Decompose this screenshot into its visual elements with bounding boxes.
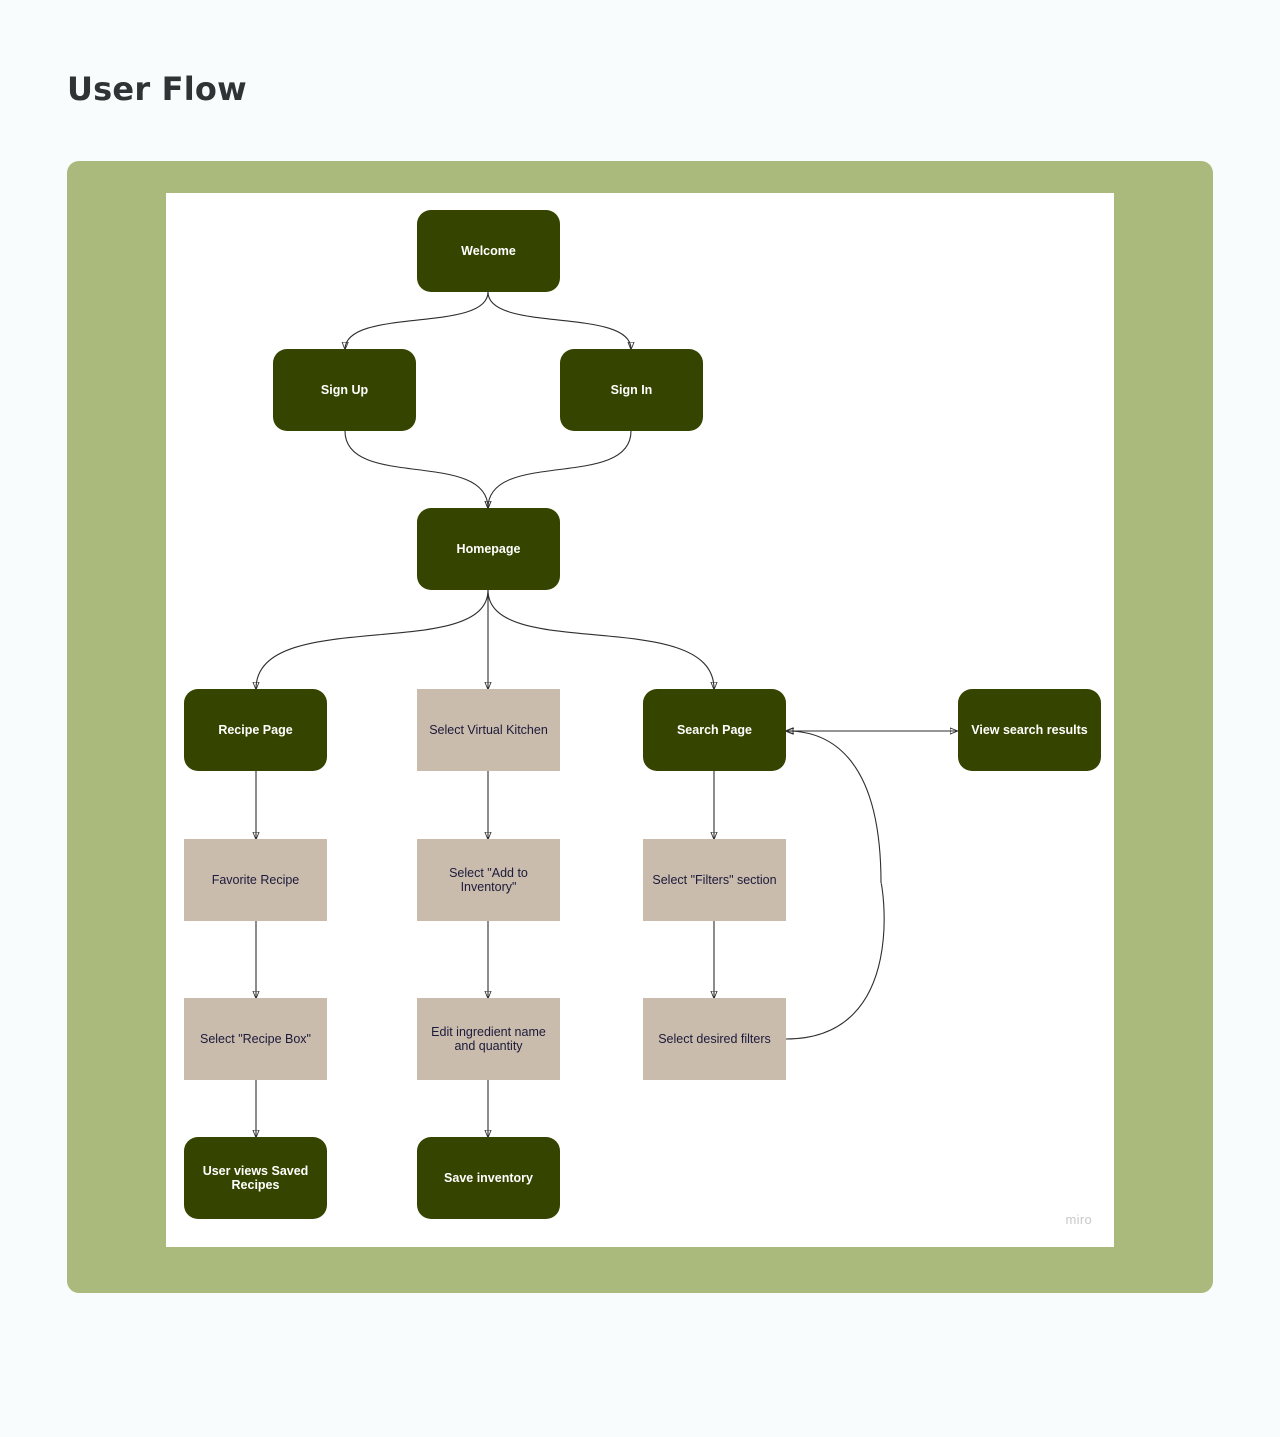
node-label: Save inventory (444, 1171, 533, 1185)
node-label: User views Saved Recipes (202, 1164, 309, 1192)
node-select-virtual-kitchen[interactable]: Select Virtual Kitchen (417, 689, 560, 771)
miro-watermark: miro (1065, 1212, 1092, 1227)
node-label: Favorite Recipe (211, 873, 300, 887)
node-label: Sign In (610, 383, 653, 397)
node-label: Select "Add to Inventory" (449, 866, 528, 894)
node-label: Select Virtual Kitchen (429, 723, 548, 737)
node-select-recipe-box[interactable]: Select "Recipe Box" (184, 998, 327, 1080)
edge-desired-back-search (785, 731, 885, 1040)
node-view-search-results[interactable]: View search results (958, 689, 1101, 771)
node-edit-ingredient[interactable]: Edit ingredient name and quantity (417, 998, 560, 1080)
edge-homepage-search-page (487, 589, 714, 689)
edge-welcome-sign-up (345, 291, 489, 349)
node-label: Edit ingredient name and quantity (431, 1025, 546, 1053)
node-label: Select desired filters (658, 1032, 771, 1046)
node-label: Select "Recipe Box" (199, 1032, 311, 1046)
edge-homepage-recipe-page (256, 589, 489, 689)
node-label: Select "Filters" section (652, 873, 777, 887)
node-label: Recipe Page (218, 723, 293, 737)
node-label: View search results (971, 723, 1088, 737)
edge-welcome-sign-in (487, 291, 631, 349)
node-sign-up[interactable]: Sign Up (273, 349, 416, 431)
node-label: Homepage (456, 542, 521, 556)
node-select-add-to-inventory[interactable]: Select "Add to Inventory" (417, 839, 560, 921)
node-favorite-recipe[interactable]: Favorite Recipe (184, 839, 327, 921)
node-sign-in[interactable]: Sign In (560, 349, 703, 431)
node-user-views-saved-recipes[interactable]: User views Saved Recipes (184, 1137, 327, 1219)
node-homepage[interactable]: Homepage (417, 508, 560, 590)
page-title: User Flow (67, 70, 247, 108)
node-label: Welcome (461, 244, 516, 258)
node-select-desired-filters[interactable]: Select desired filters (643, 998, 786, 1080)
node-save-inventory[interactable]: Save inventory (417, 1137, 560, 1219)
node-search-page[interactable]: Search Page (643, 689, 786, 771)
node-label: Search Page (676, 723, 753, 737)
node-label: Sign Up (320, 383, 369, 397)
diagram-canvas[interactable]: Welcome Sign Up Sign In Homepage Recipe … (166, 193, 1114, 1247)
node-welcome[interactable]: Welcome (417, 210, 560, 292)
node-recipe-page[interactable]: Recipe Page (184, 689, 327, 771)
edge-sign-in-homepage (488, 430, 632, 508)
node-select-filters-section[interactable]: Select "Filters" section (643, 839, 786, 921)
edges-layer (166, 291, 1114, 1247)
edge-sign-up-homepage (344, 430, 488, 508)
